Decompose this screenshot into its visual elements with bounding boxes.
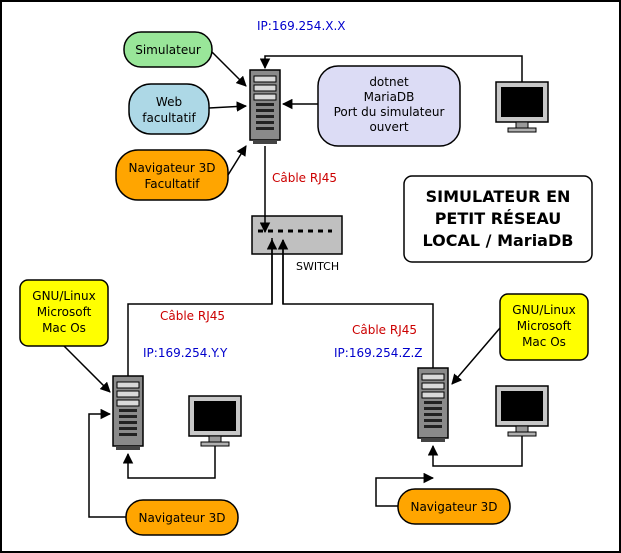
os-left-line-1: GNU/Linux [32,289,95,303]
ip-label-left: IP:169.254.Y.Y [143,346,228,360]
web-label-1: Web [156,95,182,109]
services-line-1: dotnet [369,75,409,89]
node-navigateur-left: Navigateur 3D [125,499,239,536]
services-line-3: Port du simulateur [334,105,445,119]
switch-label: SWITCH [296,260,339,273]
node-navigateur-top: Navigateur 3D Facultatif [115,149,229,201]
node-navigateur-right: Navigateur 3D [397,488,511,525]
os-right-line-1: GNU/Linux [512,303,575,317]
services-line-4: ouvert [369,120,408,134]
nav3d-top-label-2: Facultatif [144,177,200,191]
nav3d-left-label: Navigateur 3D [138,511,225,525]
connections-left [63,345,216,518]
services-line-2: MariaDB [364,90,415,104]
connections-right [375,327,523,507]
title-line-2: PETIT RÉSEAU [435,209,562,228]
web-label-2: facultatif [142,111,196,125]
server-tower-icon [249,69,281,145]
ip-label-top: IP:169.254.X.X [257,19,346,33]
server-tower-icon [112,375,144,451]
os-right-line-2: Microsoft [517,319,572,333]
node-simulateur: Simulateur [123,31,213,68]
node-services: dotnet MariaDB Port du simulateur ouvert [317,65,461,147]
os-left-line-3: Mac Os [42,321,86,335]
nav3d-right-label: Navigateur 3D [410,500,497,514]
node-os-left: GNU/Linux Microsoft Mac Os [19,279,109,347]
network-switch-icon [251,215,343,255]
nav3d-top-label-1: Navigateur 3D [128,161,215,175]
cable-label-left: Câble RJ45 [160,309,225,323]
title-line-3: LOCAL / MariaDB [423,231,574,250]
server-tower-icon [417,367,449,443]
cable-label-top: Câble RJ45 [272,171,337,185]
os-left-line-2: Microsoft [37,305,92,319]
node-os-right: GNU/Linux Microsoft Mac Os [499,293,589,361]
node-web: Web facultatif [128,83,210,135]
cable-label-right: Câble RJ45 [352,323,417,337]
simulateur-label: Simulateur [135,43,201,57]
title-line-1: SIMULATEUR EN [426,187,571,206]
connections [127,51,523,376]
title-box: SIMULATEUR EN PETIT RÉSEAU LOCAL / Maria… [403,175,593,263]
os-right-line-3: Mac Os [522,335,566,349]
ip-label-right: IP:169.254.Z.Z [334,346,423,360]
